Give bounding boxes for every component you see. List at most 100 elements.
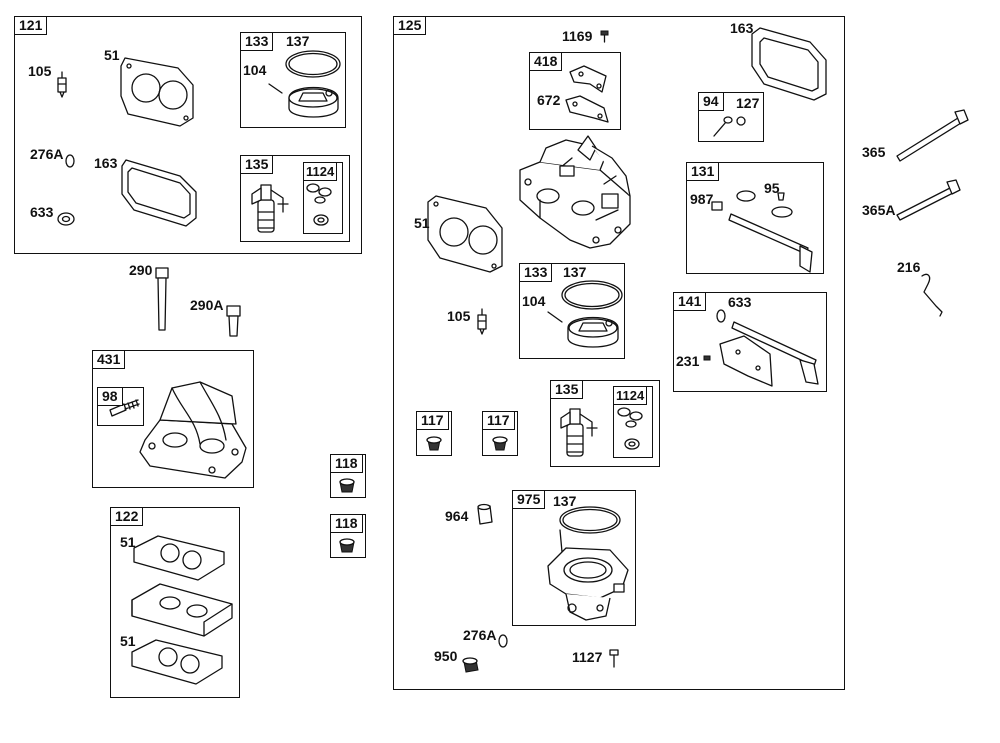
gasket-51-d	[427, 195, 503, 273]
box-tag-135-b: 135	[550, 380, 584, 399]
callout-633-b: 633	[728, 294, 752, 310]
gasket-163-a	[121, 159, 197, 227]
kit-box-135-a: 135	[240, 155, 350, 242]
callout-163-b: 163	[730, 20, 754, 36]
screw-98	[109, 399, 140, 417]
kit-box-131: 131	[686, 162, 824, 274]
plug-117-b	[492, 436, 508, 451]
box-tag-118-b: 118	[330, 514, 363, 533]
washer-276A-a	[65, 154, 75, 168]
callout-365: 365	[862, 144, 886, 160]
callout-365A: 365A	[862, 202, 896, 218]
float-a	[288, 86, 339, 118]
float-b	[567, 316, 619, 348]
box-tag-418: 418	[529, 52, 563, 71]
seal-kit-1124-b	[617, 407, 643, 450]
link-216	[921, 273, 943, 317]
kit-box-117-a: 117	[416, 411, 452, 456]
fuel-bowl-975	[547, 529, 629, 621]
bolt-365	[896, 109, 969, 162]
kit-box-135-b: 135	[550, 380, 660, 467]
callout-51-c: 51	[120, 633, 136, 649]
box-tag-117-b: 117	[482, 411, 515, 430]
solenoid-135-a	[251, 184, 289, 233]
kit-box-431: 431	[92, 350, 254, 488]
screw-1169	[600, 30, 609, 43]
plates-418	[565, 65, 609, 123]
plug-118-a	[339, 478, 355, 493]
bolt-365A	[896, 179, 961, 221]
callout-231: 231	[676, 353, 700, 369]
plug-117-a	[426, 436, 442, 451]
gasket-51-a	[120, 57, 194, 127]
callout-137-c: 137	[553, 493, 577, 509]
kit-box-133-a: 133	[240, 32, 346, 128]
callout-137-a: 137	[286, 33, 310, 49]
bolt-290A	[226, 305, 241, 337]
callout-95: 95	[764, 180, 780, 196]
needle-valve-105-a	[57, 71, 67, 98]
kit-box-118-a: 118	[330, 454, 366, 498]
box-tag-94: 94	[698, 92, 724, 111]
callout-127: 127	[736, 95, 760, 111]
choke-shaft-141	[703, 309, 819, 387]
kit-box-121: 121	[14, 16, 362, 254]
box-tag-122: 122	[110, 507, 144, 526]
kit-box-975: 975	[512, 490, 636, 626]
callout-105-a: 105	[28, 63, 52, 79]
box-tag-117-a: 117	[416, 411, 449, 430]
bushing-964	[477, 503, 493, 525]
o-ring-137-a	[285, 50, 341, 78]
kit-box-98: 98	[97, 387, 144, 426]
kit-box-122: 122	[110, 507, 240, 698]
throttle-shaft-131	[711, 190, 813, 273]
callout-276A-a: 276A	[30, 146, 64, 162]
box-tag-1124-b: 1124	[613, 386, 648, 405]
o-ring-137-c	[559, 506, 621, 534]
box-tag-431: 431	[92, 350, 126, 369]
spacer-plate	[131, 583, 233, 637]
callout-51-b: 51	[120, 534, 136, 550]
solenoid-135-b	[560, 408, 598, 457]
box-tag-141: 141	[673, 292, 707, 311]
kit-box-418: 418	[529, 52, 621, 130]
kit-box-117-b: 117	[482, 411, 518, 456]
intake-manifold-431	[139, 381, 247, 479]
box-tag-133-a: 133	[240, 32, 274, 51]
pin-104-a	[268, 83, 283, 94]
callout-290: 290	[129, 262, 153, 278]
callout-105-b: 105	[447, 308, 471, 324]
kit-box-1124-b: 1124	[613, 386, 653, 458]
callout-1127: 1127	[572, 649, 603, 665]
box-tag-131: 131	[686, 162, 720, 181]
callout-216: 216	[897, 259, 921, 275]
box-tag-118-a: 118	[330, 454, 363, 473]
kit-box-1124-a: 1124	[303, 162, 343, 234]
needle-127	[713, 116, 746, 137]
box-tag-1124-a: 1124	[303, 162, 338, 181]
kit-box-125: 125	[393, 16, 845, 690]
callout-964: 964	[445, 508, 469, 524]
kit-box-133-b: 133	[519, 263, 625, 359]
washer-276A-b	[498, 634, 508, 648]
bolt-290	[155, 267, 169, 331]
callout-950: 950	[434, 648, 458, 664]
screw-1127	[609, 649, 619, 668]
gasket-51-c	[131, 639, 223, 685]
box-tag-121: 121	[14, 16, 48, 35]
seal-kit-1124-a	[306, 183, 332, 226]
pin-104-b	[547, 311, 563, 323]
box-tag-135-a: 135	[240, 155, 274, 174]
carburetor-body	[519, 135, 631, 249]
callout-1169: 1169	[562, 28, 593, 44]
callout-104-a: 104	[243, 62, 267, 78]
needle-valve-105-b	[477, 308, 487, 335]
gasket-51-b	[133, 535, 225, 581]
callout-987: 987	[690, 191, 714, 207]
o-ring-137-b	[561, 280, 623, 310]
box-tag-133-b: 133	[519, 263, 553, 282]
nut-950	[462, 657, 479, 673]
box-tag-125: 125	[393, 16, 427, 35]
callout-163-a: 163	[94, 155, 118, 171]
